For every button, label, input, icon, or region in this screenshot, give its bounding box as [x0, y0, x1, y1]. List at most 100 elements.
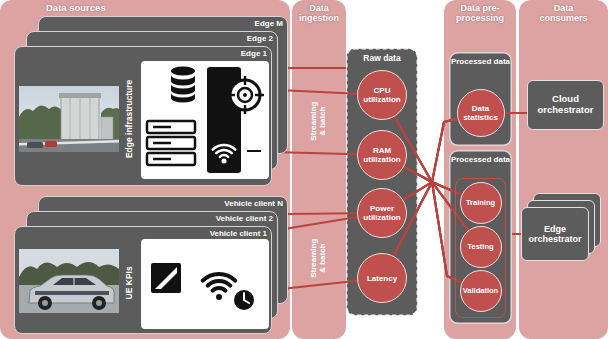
data-flow-line — [394, 117, 461, 283]
icon-panel — [141, 61, 269, 179]
orchestrator-box: Edge orchestrator — [521, 207, 589, 261]
data-flow-line — [505, 112, 528, 114]
svg-shape — [92, 296, 106, 310]
column-band-fill — [0, 0, 290, 339]
card-label: Edge M — [203, 19, 283, 28]
circle-label: Data statistics — [460, 104, 502, 122]
processing-circle: Data statistics — [457, 89, 505, 137]
data-flow-line — [512, 233, 521, 235]
card-label: Edge 1 — [187, 49, 267, 58]
illustration — [15, 227, 271, 333]
svg-shape — [171, 67, 195, 76]
data-flow-line — [394, 119, 458, 256]
edge-node-card: Edge 1 Edge infrastructure — [14, 46, 272, 186]
column-heading: Data ingestion — [295, 3, 343, 24]
kpi-chart-icon — [151, 263, 181, 293]
svg-shape — [53, 278, 96, 285]
card-label: Edge 2 — [193, 34, 273, 43]
processed-data-panel: Processed dataTrainingTestingValidation — [449, 150, 512, 324]
svg-shape — [80, 98, 81, 141]
svg-shape — [19, 105, 63, 139]
metric-circle: RAM utilization — [357, 130, 407, 180]
data-flow-line — [404, 167, 468, 230]
panel-title: Raw data — [348, 54, 416, 64]
svg-shape — [96, 300, 102, 306]
panel-title: Processed data — [450, 155, 511, 164]
card-label: Vehicle client 2 — [193, 214, 273, 223]
column-band-fill — [444, 0, 516, 339]
processed-data-panel: Processed dataData statistics — [449, 52, 512, 146]
svg-shape — [19, 86, 119, 152]
circle-label: CPU utilization — [360, 86, 404, 104]
svg-shape — [238, 88, 252, 102]
circle-label: Validation — [461, 287, 501, 296]
panel-title: Processed data — [450, 57, 511, 66]
svg-shape — [216, 294, 222, 300]
svg-shape — [19, 139, 119, 152]
svg-shape — [147, 153, 195, 165]
processed-data-panel-fill — [450, 53, 512, 146]
svg-shape — [208, 281, 231, 286]
data-flow-line — [403, 119, 457, 200]
svg-shape — [38, 296, 52, 310]
data-flow-line — [278, 217, 357, 230]
data-flow-line — [288, 212, 357, 215]
vertical-label: Edge infrastructure — [125, 69, 135, 169]
column-band-fill — [292, 0, 346, 339]
svg-shape — [35, 291, 109, 295]
svg-shape — [45, 141, 57, 147]
metric-circle: Power utilization — [357, 188, 407, 238]
orchestrator-box: Cloud orchestrator — [527, 80, 604, 130]
svg-shape — [73, 278, 74, 285]
svg-shape — [155, 267, 177, 289]
svg-shape — [171, 75, 195, 86]
svg-shape — [213, 145, 236, 150]
svg-shape — [203, 274, 236, 281]
svg-shape — [255, 94, 264, 97]
vertical-label: Streaming & batch — [309, 99, 327, 143]
card-label: Vehicle client 1 — [187, 229, 267, 238]
svg-shape — [19, 249, 119, 313]
svg-shape — [247, 150, 261, 152]
circle-label: Power utilization — [360, 204, 404, 222]
wifi-latency-icon — [203, 274, 255, 311]
svg-shape — [243, 93, 247, 97]
box-label: Cloud orchestrator — [531, 94, 601, 116]
vehicle-client-card: Vehicle client 1UE KPIs — [14, 226, 272, 334]
svg-shape — [171, 93, 195, 103]
column-band: Data ingestionStreaming & batchStreaming… — [292, 0, 346, 339]
column-band-fill — [519, 0, 608, 339]
data-flow-line — [278, 90, 357, 94]
svg-shape — [61, 97, 99, 141]
edge-site-photo — [19, 86, 119, 152]
icon-panel — [141, 239, 269, 329]
circle-label: RAM utilization — [360, 146, 404, 164]
svg-shape — [244, 105, 247, 114]
column-heading: Data consumers — [535, 3, 592, 24]
column-band: Data consumersCloud orchestratorEdge orc… — [519, 0, 608, 339]
illustration — [15, 47, 271, 185]
data-flow-line — [403, 182, 461, 282]
raw-data-panel-fill — [347, 49, 418, 316]
processing-circle: Testing — [460, 226, 502, 268]
metric-circle: CPU utilization — [357, 70, 407, 120]
svg-shape — [220, 155, 228, 157]
box-label: Edge orchestrator — [523, 224, 587, 245]
database-icon — [171, 67, 195, 103]
svg-shape — [244, 293, 249, 303]
svg-shape — [147, 121, 195, 133]
svg-shape — [153, 158, 171, 161]
svg-shape — [70, 98, 71, 141]
metric-circle: Latency — [357, 253, 407, 303]
processed-data-panel-fill — [450, 151, 512, 324]
svg-shape — [90, 98, 91, 141]
processing-circle: Training — [460, 182, 502, 224]
svg-shape — [42, 300, 48, 306]
server-rack-icon — [147, 121, 195, 165]
data-flow-line — [288, 67, 346, 69]
svg-shape — [151, 263, 181, 293]
svg-shape — [153, 126, 171, 129]
svg-shape — [171, 84, 195, 95]
